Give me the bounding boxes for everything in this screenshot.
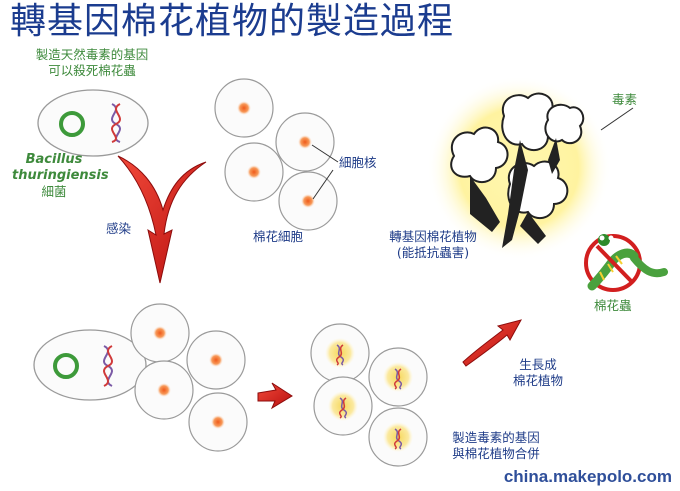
grow-label: 生長成 棉花植物 <box>512 357 563 388</box>
modified-cells <box>310 323 428 467</box>
cotton-cell-label: 棉花細胞 <box>253 229 304 244</box>
toxin-label: 毒素 <box>612 92 638 107</box>
dna-icon <box>103 345 113 387</box>
watermark: china.makepolo.com <box>503 467 672 486</box>
transgenic-plant-label: 轉基因棉花植物 (能抵抗蟲害) <box>389 229 477 260</box>
bacillus-label: Bacillus thuringiensis 細菌 <box>12 152 109 199</box>
cotton-plant-icon <box>427 76 634 260</box>
cotton-bug-icon <box>584 234 668 292</box>
plasmid-icon <box>59 111 85 137</box>
bacterium-top <box>37 89 149 157</box>
nucleus-label: 細胞核 <box>339 155 377 170</box>
combine-arrow-icon <box>257 382 293 410</box>
plasmid-icon <box>53 353 79 379</box>
dna-icon <box>111 103 121 143</box>
nucleus-pointer <box>311 144 339 163</box>
cotton-bug-label: 棉花蟲 <box>594 298 632 313</box>
grow-arrow-icon <box>462 319 522 367</box>
toxin-pointer <box>600 107 634 131</box>
infect-arrow-icon <box>117 155 207 284</box>
combine-label: 製造毒素的基因 與棉花植物合併 <box>452 430 540 461</box>
cotton-cells-bottom <box>130 303 248 452</box>
toxin-gene-label: 製造天然毒素的基因 可以殺死棉花蟲 <box>35 47 149 78</box>
bacterium-bottom <box>33 329 147 401</box>
infect-label: 感染 <box>106 221 132 236</box>
page-title: 轉基因棉花植物的製造過程 <box>10 1 455 42</box>
cotton-cells-top <box>214 78 339 231</box>
